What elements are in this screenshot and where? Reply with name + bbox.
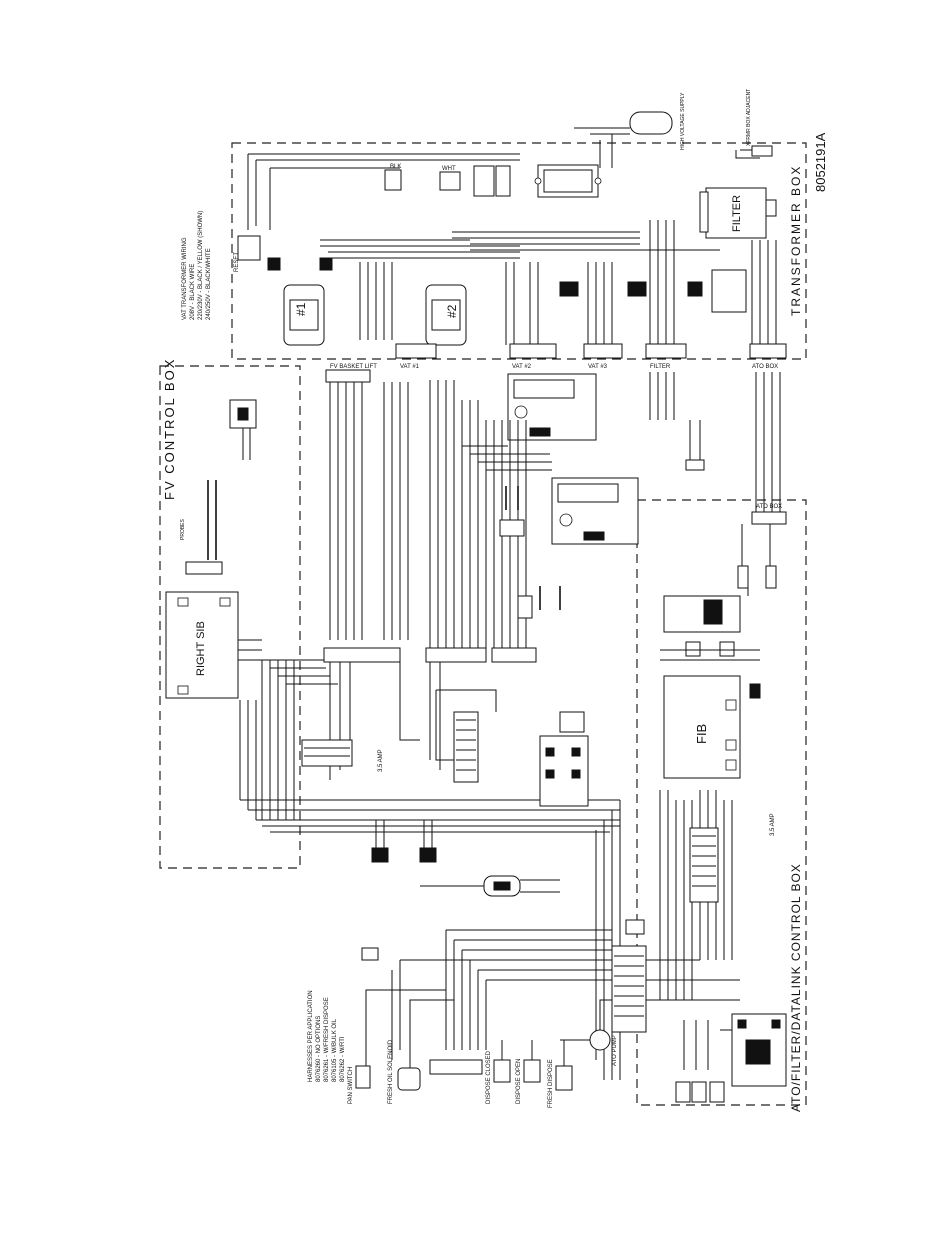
fv-plug-right xyxy=(419,847,437,863)
vat2-label: VAT #2 xyxy=(512,364,532,370)
fv-control-box-label: FV CONTROL BOX xyxy=(162,358,177,500)
reset-label: RESET xyxy=(234,252,240,272)
wht-label-top: WHT xyxy=(442,166,456,172)
vat-transformer-line-1: 208V - BLACK WIRE xyxy=(190,264,196,320)
vat3-connector xyxy=(583,343,623,359)
fresh-oil-solenoid xyxy=(397,1067,421,1091)
vat3-label: VAT #3 xyxy=(588,364,608,370)
fib-label: FIB xyxy=(694,724,709,744)
blk-plug-mid xyxy=(627,281,647,297)
vat-transformer-title: VAT TRANSFORMER WIRING xyxy=(182,237,188,320)
filter-conn-label: FILTER xyxy=(650,364,671,370)
xfrmr-box-label: XFRMR BOX ADJACENT xyxy=(746,89,752,146)
ato-box-conn-label: ATO BOX xyxy=(752,364,778,370)
transformer-box-label: TRANSFORMER BOX xyxy=(789,165,803,316)
fresh-dispose-switch xyxy=(555,1065,573,1091)
fv-plug-left xyxy=(371,847,389,863)
vat-transformer-line-2: 220/230V - BLACK / YELLOW (SHOWN) xyxy=(198,211,204,320)
filter-module-label: FILTER xyxy=(731,195,743,232)
high-voltage-supply xyxy=(629,111,673,135)
lower-terminal-block xyxy=(301,739,353,767)
harness-note-1: 8076260 - NO OPTIONS xyxy=(316,1016,322,1082)
ato-relay-board xyxy=(663,595,741,633)
lower-terminal-strip xyxy=(611,945,647,1033)
fresh-oil-solenoid-label: FRESH OIL SOLENOID xyxy=(388,1039,394,1104)
vat2-connector xyxy=(509,343,557,359)
harness-note-4: 8076262 - W/RTI xyxy=(340,1036,346,1082)
high-voltage-label: HIGH VOLTAGE SUPPLY xyxy=(680,92,686,150)
blk-plug-left xyxy=(267,257,281,271)
ato-pump-label: ATO PUMP xyxy=(612,1035,618,1066)
wht-plug-left xyxy=(319,257,333,271)
vat1-label: VAT #1 xyxy=(400,364,420,370)
dispose-closed-switch xyxy=(493,1059,511,1083)
transformer-box-outline xyxy=(231,142,807,360)
fuse-label-left: 3.5 AMP xyxy=(378,749,384,772)
ato-box-lower-label: ATO BOX xyxy=(756,504,782,510)
xfrmr-box-connector xyxy=(751,145,773,157)
terminal-strip-left xyxy=(323,647,401,663)
relay-block-center xyxy=(453,711,479,783)
dispose-closed-label: DISPOSE CLOSED xyxy=(486,1050,492,1104)
harness-note-3: 8076105 - W/BULK OIL xyxy=(332,1018,338,1082)
relay-top xyxy=(473,165,495,197)
drawing-number: 8052191A xyxy=(813,132,828,192)
blk-label-top: BLK xyxy=(390,164,401,170)
ato-box-connector xyxy=(749,343,787,359)
terminal-strip-center xyxy=(425,647,487,663)
terminal-strip-right xyxy=(491,647,537,663)
pan-switch-label: PAN SWITCH xyxy=(348,1067,354,1104)
wht-plug-top xyxy=(439,171,461,191)
filter-connector xyxy=(645,343,687,359)
pan-switch xyxy=(355,1065,371,1089)
fuse-label-right: 3.5 AMP xyxy=(770,813,776,836)
filter-relay xyxy=(711,269,747,313)
wht-plug-mid xyxy=(559,281,579,297)
dispose-open-label: DISPOSE OPEN xyxy=(516,1059,522,1104)
right-sib-label: RIGHT SIB xyxy=(195,621,207,676)
ato-terminal-block xyxy=(689,827,719,903)
basket-lift-connector xyxy=(325,369,371,383)
reset-block xyxy=(237,235,261,261)
transformer-1-label: #1 xyxy=(294,302,308,316)
ato-box-outline xyxy=(636,499,807,1106)
ato-pump xyxy=(589,1029,611,1051)
right-sib-board xyxy=(165,591,239,699)
blk-plug-top xyxy=(384,169,402,191)
fv-control-box-outline xyxy=(159,365,301,869)
vat-transformer-line-3: 240/250V - BLACK/WHITE xyxy=(206,248,212,320)
fresh-dispose-label: FRESH DISPOSE xyxy=(548,1059,554,1108)
svg-text:PROBES: PROBES xyxy=(180,518,186,540)
ato-box-connector-lower xyxy=(751,511,787,525)
transformer-2-label: #2 xyxy=(445,304,459,318)
dispose-open-switch xyxy=(523,1059,541,1083)
harness-note-2: 8076261 - W/FRESH DISPOSE xyxy=(324,997,330,1082)
basket-lift-label: FV BASKET LIFT xyxy=(330,364,377,370)
vat1-connector xyxy=(395,343,437,359)
harness-notes-title: HARNESSES PER APPLICATION xyxy=(308,990,314,1082)
ato-box-label: ATO/FILTER/DATALINK CONTROL BOX xyxy=(789,863,803,1112)
